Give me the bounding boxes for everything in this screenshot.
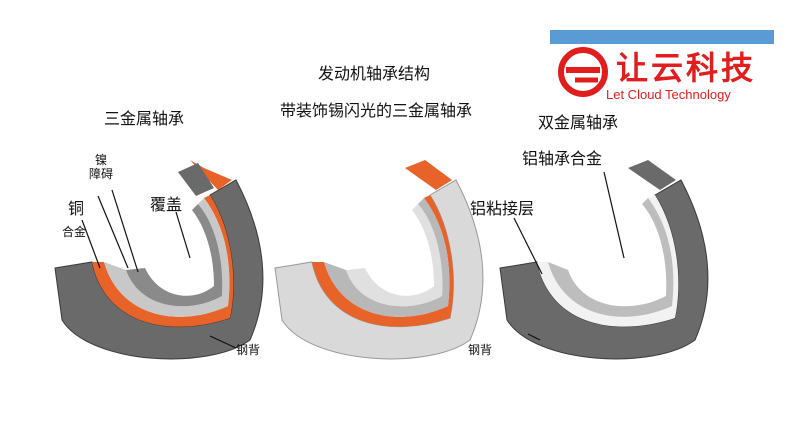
leader-lines [81, 171, 625, 349]
overlay-label: 覆盖 [150, 195, 183, 214]
aluminum-alloy-label: 铝轴承合金 [522, 149, 603, 168]
tri-metal-bearing-shape [54, 160, 264, 360]
steel-back-label-right: 钢背 [468, 343, 493, 357]
logo-name-cn: 让云科技 [616, 49, 757, 87]
diagram-title: 发动机轴承结构 [318, 64, 431, 83]
logo-name-en: Let Cloud Technology [606, 87, 731, 102]
copper-label: 铜 [68, 199, 85, 218]
middle-bearing-title: 带装饰锡闪光的三金属轴承 [280, 101, 473, 120]
aluminum-bond-label: 铝粘接层 [470, 199, 535, 218]
nickel-barrier-label: 镍障碍 [88, 153, 113, 181]
tri-metal-tin-flash-bearing-shape [274, 160, 484, 360]
logo-accent-bar [550, 30, 774, 44]
left-bearing-title: 三金属轴承 [104, 109, 185, 128]
steel-back-label-left: 钢背 [236, 343, 261, 357]
logo-swirl-icon [558, 47, 608, 97]
alloy-label: 合金 [62, 225, 87, 239]
right-bearing-title: 双金属轴承 [538, 113, 619, 132]
bi-metal-bearing-shape [499, 160, 709, 360]
